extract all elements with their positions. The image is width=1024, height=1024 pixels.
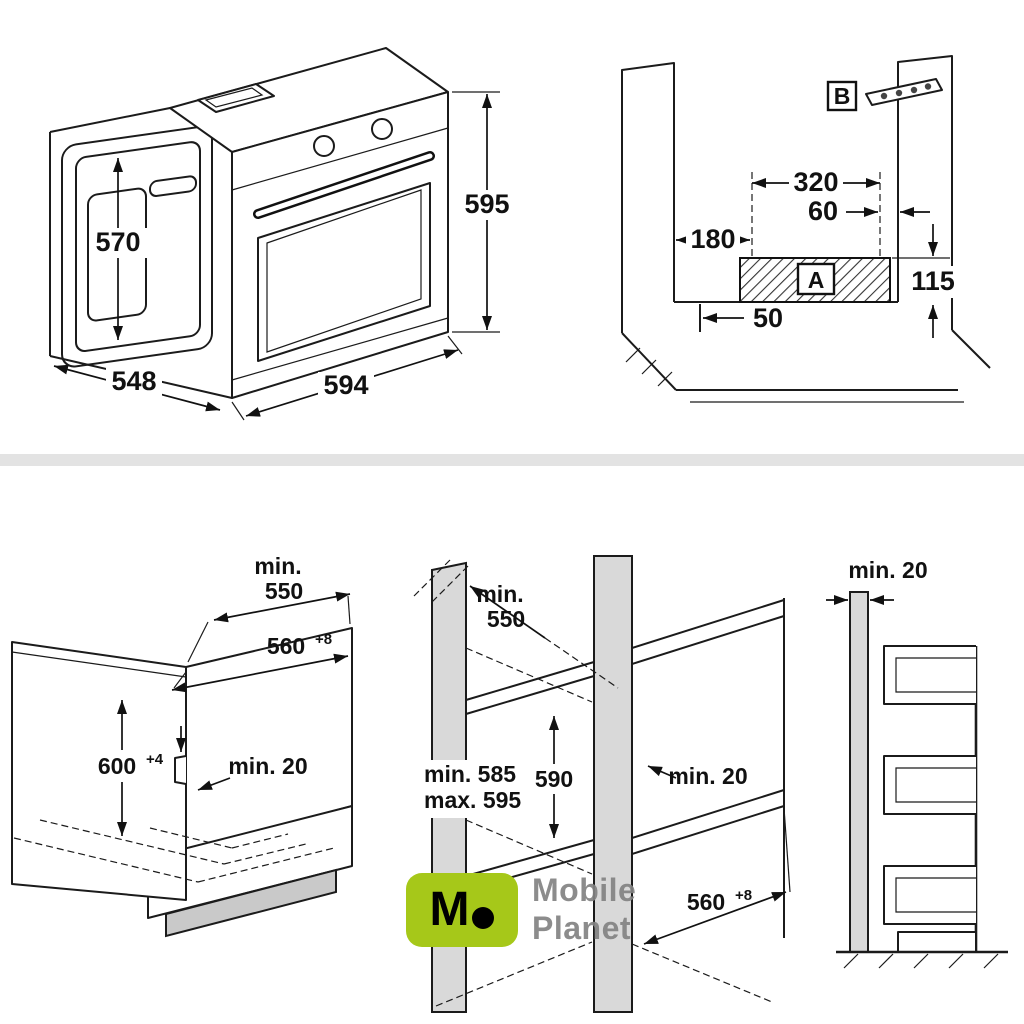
- dim-oven-height: 595: [464, 189, 509, 219]
- dim-niche-height: 590: [535, 766, 573, 792]
- base-cabinet-diagram: min. 550 560 +8 600 +4 min. 20: [11, 553, 353, 938]
- dim-min-label: min.: [254, 553, 301, 579]
- dim-wall-gap: min. 20: [848, 557, 927, 583]
- tall-cabinet-section-diagram: min. 550 590 min. 585 max. 595 min. 20 5…: [413, 555, 791, 1013]
- dim-niche-height: 600: [98, 753, 136, 779]
- detail-label: B: [834, 83, 851, 109]
- mounting-rail-detail: [865, 78, 943, 106]
- brand-line1: Mobile: [532, 872, 637, 908]
- dim-min-depth: 550: [487, 606, 525, 632]
- logo-letter: M: [429, 882, 470, 936]
- dim-niche-width: 320: [793, 167, 838, 197]
- logo-dot-icon: [472, 906, 495, 929]
- dim-rear-gap: min. 20: [668, 763, 747, 789]
- wall-gap-detail-diagram: min. 20: [826, 557, 1008, 969]
- watermark-logo: M Mobile Planet: [406, 872, 636, 948]
- oven-isometric-diagram: 570 595 548 594: [49, 47, 514, 421]
- dim-side-offset: 60: [808, 196, 838, 226]
- dim-front-gap: 50: [753, 303, 783, 333]
- dim-niche-width-tol: +8: [315, 631, 332, 648]
- platform-label: A: [808, 267, 825, 293]
- brand-name: Mobile Planet: [532, 872, 636, 948]
- dim-oven-depth: 548: [111, 366, 156, 396]
- dim-min-label: min.: [476, 581, 523, 607]
- platform-label-box: [796, 262, 836, 296]
- dim-niche-height-tol: +4: [146, 751, 164, 768]
- dim-platform-height: 115: [911, 266, 955, 296]
- section-divider: [0, 454, 1024, 466]
- niche-cross-section-diagram: A B 320 60 180 115 50: [621, 55, 991, 403]
- dim-oven-inner-height: 570: [95, 227, 140, 257]
- dim-rear-gap: min. 20: [228, 753, 307, 779]
- dim-niche-width: 560: [687, 889, 725, 915]
- dim-niche-width-tol: +8: [735, 887, 752, 904]
- dim-niche-width: 560: [267, 633, 305, 659]
- dim-depth: 180: [690, 224, 735, 254]
- dim-oven-width: 594: [323, 370, 368, 400]
- detail-label-box: [826, 80, 858, 112]
- mobile-planet-badge: M: [406, 872, 518, 947]
- brand-line2: Planet: [532, 909, 632, 946]
- dim-min-depth: 550: [265, 578, 303, 604]
- dim-height-max: max. 595: [424, 787, 521, 813]
- dim-height-min: min. 585: [424, 761, 516, 787]
